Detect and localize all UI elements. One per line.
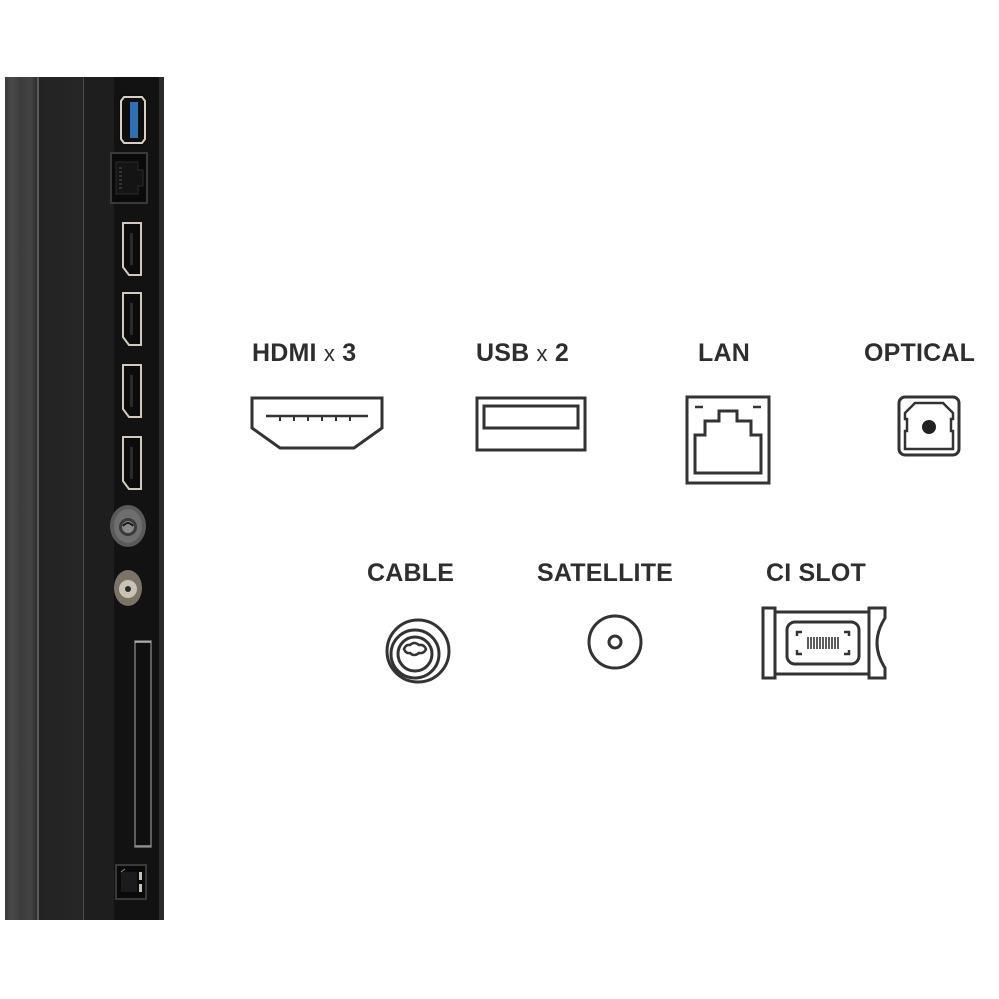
hdmi-count: 3 bbox=[342, 339, 357, 367]
optical-icon bbox=[897, 395, 961, 457]
lan-label-text: LAN bbox=[698, 339, 750, 367]
satellite-label: SATELLITE bbox=[537, 559, 673, 588]
hdmi-label: HDMI x 3 bbox=[252, 339, 356, 368]
satellite-port bbox=[114, 570, 142, 606]
hdmi-icon bbox=[250, 396, 384, 450]
cable-icon bbox=[385, 618, 451, 684]
ci-slot-label: CI SLOT bbox=[766, 559, 866, 588]
ci-slot-icon bbox=[761, 606, 887, 680]
optical-label: OPTICAL bbox=[864, 339, 975, 368]
ci-slot-label-text: CI SLOT bbox=[766, 559, 867, 587]
usb-multiplier: x bbox=[536, 341, 548, 366]
panel-body-strip bbox=[39, 77, 83, 920]
tv-side-panel bbox=[5, 77, 164, 920]
usb-label-text: USB bbox=[476, 339, 530, 367]
hdmi-multiplier: x bbox=[323, 341, 336, 366]
panel-inner-strip bbox=[84, 77, 114, 920]
usb-count: 2 bbox=[554, 339, 570, 367]
lan-icon bbox=[685, 395, 771, 485]
usb-port bbox=[119, 94, 147, 146]
hdmi-port-1 bbox=[122, 222, 142, 276]
optical-label-text: OPTICAL bbox=[864, 339, 976, 367]
cable-label-text: CABLE bbox=[367, 559, 455, 587]
optical-port bbox=[115, 864, 147, 900]
satellite-label-text: SATELLITE bbox=[537, 559, 674, 587]
lan-port bbox=[110, 152, 148, 204]
hdmi-port-4 bbox=[122, 436, 142, 490]
cable-label: CABLE bbox=[367, 559, 454, 588]
usb-icon bbox=[475, 396, 587, 452]
ci-slot-port bbox=[134, 640, 152, 848]
cable-port bbox=[110, 505, 146, 547]
satellite-icon bbox=[587, 614, 643, 670]
hdmi-port-2 bbox=[122, 292, 142, 346]
hdmi-label-text: HDMI bbox=[252, 339, 317, 367]
panel-right-edge bbox=[159, 77, 164, 920]
panel-seam bbox=[83, 77, 84, 920]
panel-bezel-strip bbox=[5, 77, 37, 920]
lan-label: LAN bbox=[698, 339, 750, 368]
usb-label: USB x 2 bbox=[476, 339, 569, 368]
panel-edge-highlight bbox=[37, 77, 39, 920]
hdmi-port-3 bbox=[122, 364, 142, 418]
